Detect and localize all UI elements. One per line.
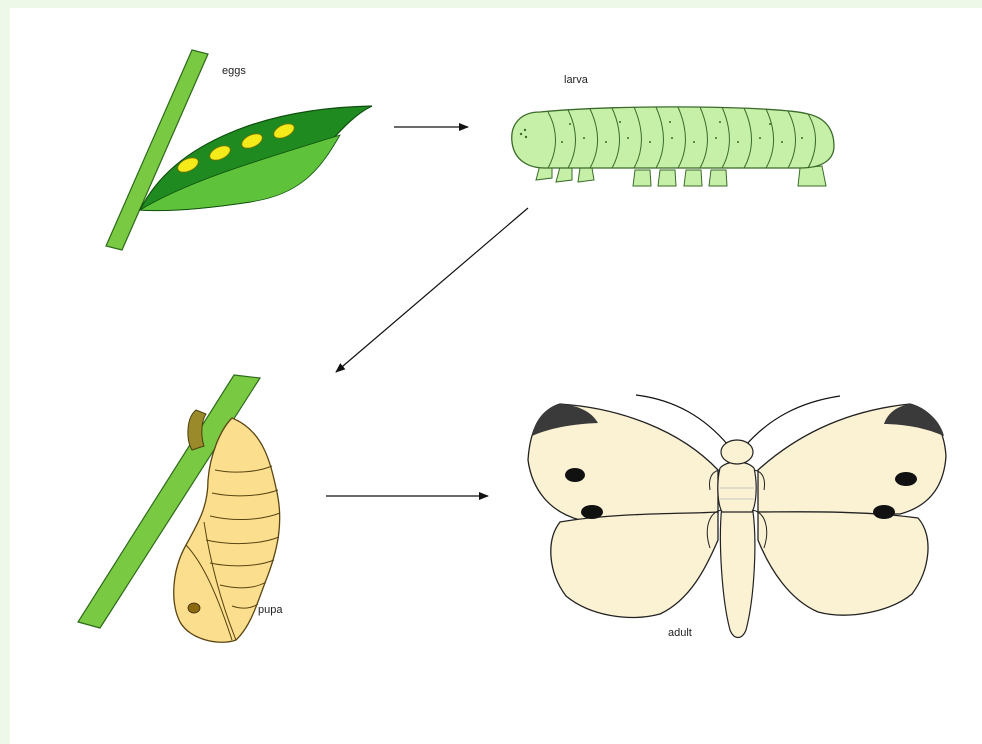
diagram-canvas: eggs (10, 8, 982, 744)
caterpillar-body (512, 107, 834, 168)
larva-label: larva (564, 74, 589, 86)
wing-spot (581, 505, 603, 519)
transition-arrows (326, 127, 528, 496)
butterfly-head (721, 440, 753, 464)
butterfly-abdomen (720, 505, 754, 638)
left-hindwing (551, 512, 718, 617)
larva-illustration: larva (512, 74, 834, 186)
eggs-illustration: eggs (106, 50, 372, 250)
adult-label: adult (668, 627, 692, 639)
wing-spot (895, 472, 917, 486)
right-hindwing (758, 512, 928, 615)
life-cycle-diagram: eggs (10, 8, 982, 744)
arrow-larva-to-pupa (336, 208, 528, 372)
wing-spot (565, 468, 585, 482)
chrysalis-spot (188, 603, 200, 613)
butterfly-thorax (718, 462, 756, 512)
eggs-label: eggs (222, 65, 246, 77)
pupa-label: pupa (258, 604, 283, 616)
adult-illustration: adult (528, 395, 946, 639)
wing-spot (873, 505, 895, 519)
eggs-stem (106, 50, 208, 250)
pupa-illustration: pupa (78, 375, 283, 642)
